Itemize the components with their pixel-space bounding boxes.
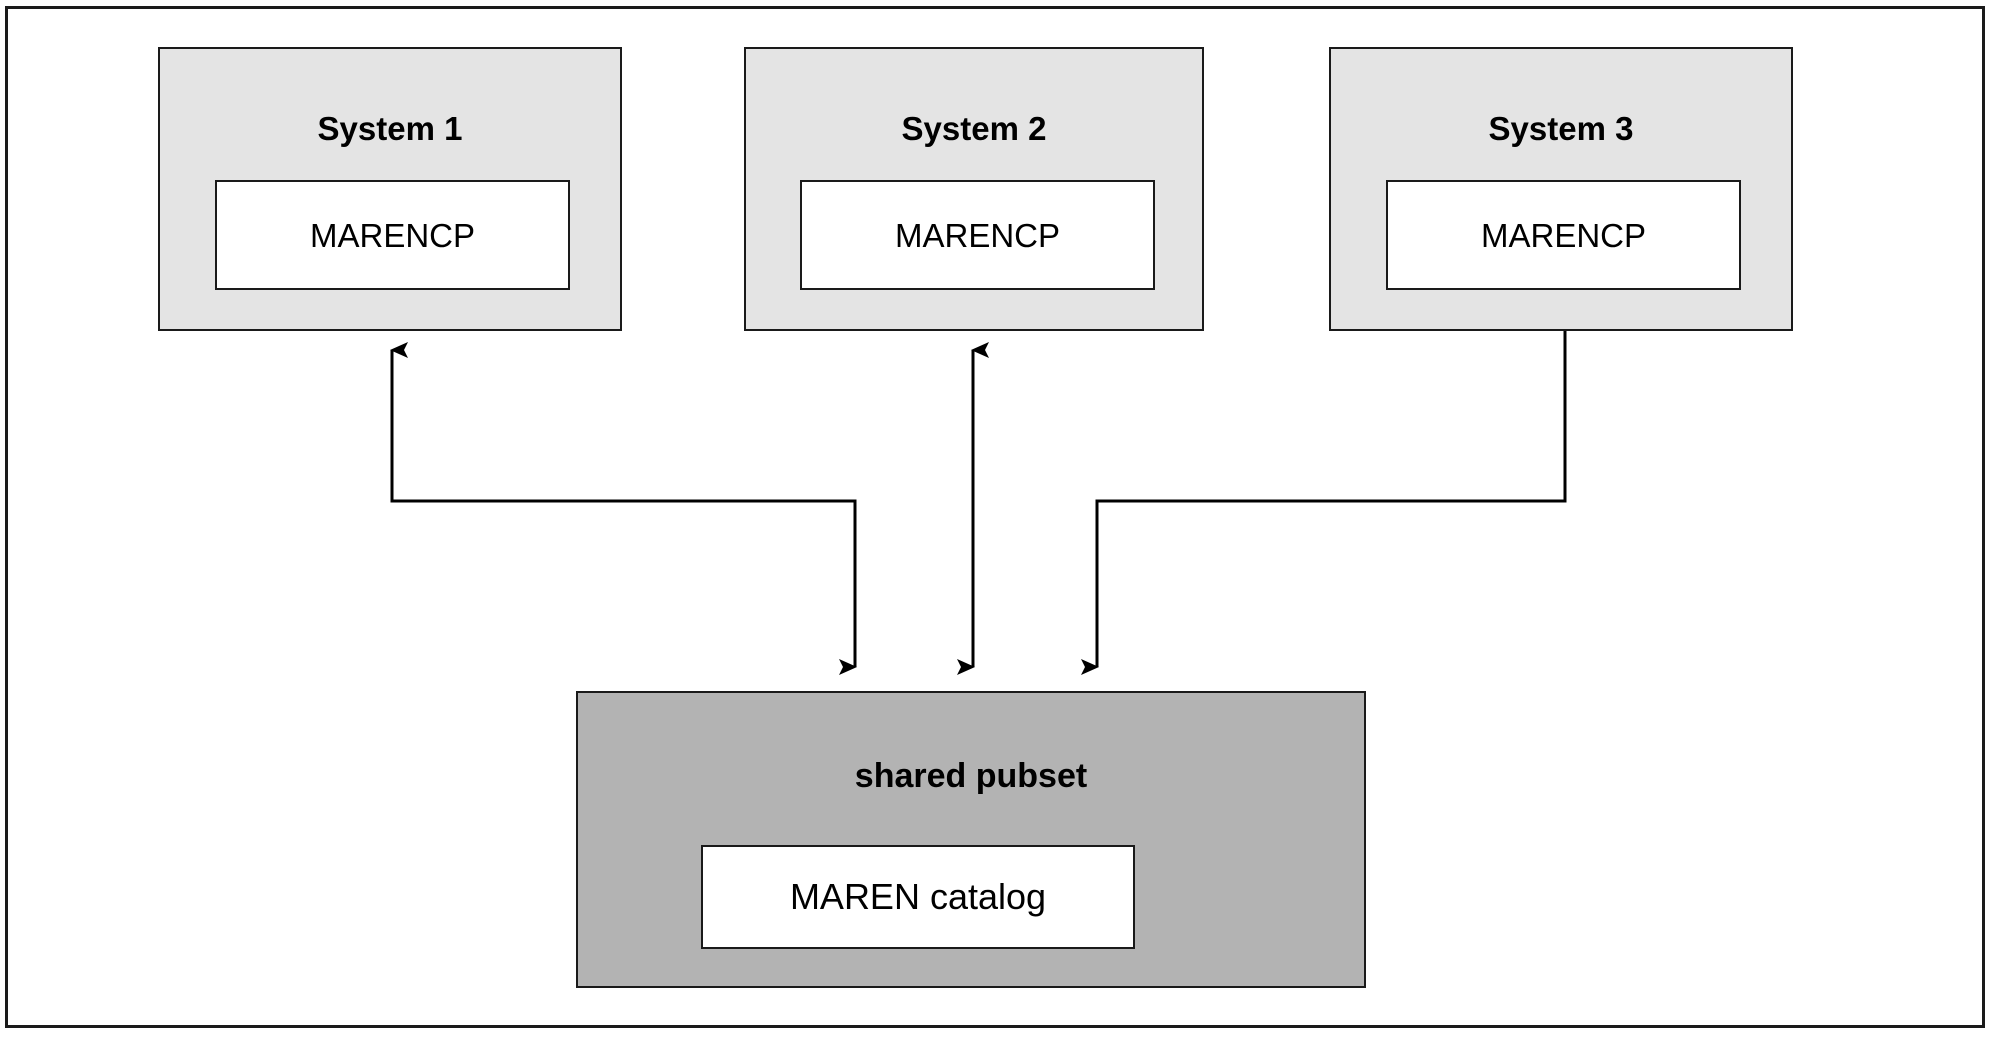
- system-title-3: System 3: [1488, 110, 1634, 147]
- shared-pubset-box[interactable]: shared pubset MAREN catalog: [576, 691, 1366, 988]
- system-box-2[interactable]: System 2 MARENCP: [744, 47, 1204, 331]
- system-component-box-3[interactable]: MARENCP: [1386, 180, 1741, 290]
- system-title-1: System 1: [317, 110, 463, 147]
- system-box-1[interactable]: System 1 MARENCP: [158, 47, 622, 331]
- system-title-2: System 2: [901, 110, 1047, 147]
- system-component-label-1: MARENCP: [309, 216, 476, 254]
- maren-catalog-box[interactable]: MAREN catalog: [701, 845, 1135, 949]
- maren-catalog-label: MAREN catalog: [789, 876, 1047, 917]
- system-box-3[interactable]: System 3 MARENCP: [1329, 47, 1793, 331]
- system-component-label-3: MARENCP: [1480, 216, 1647, 254]
- system-component-label-2: MARENCP: [894, 216, 1061, 254]
- system-component-box-2[interactable]: MARENCP: [800, 180, 1155, 290]
- shared-pubset-title: shared pubset: [854, 757, 1088, 795]
- system-component-box-1[interactable]: MARENCP: [215, 180, 570, 290]
